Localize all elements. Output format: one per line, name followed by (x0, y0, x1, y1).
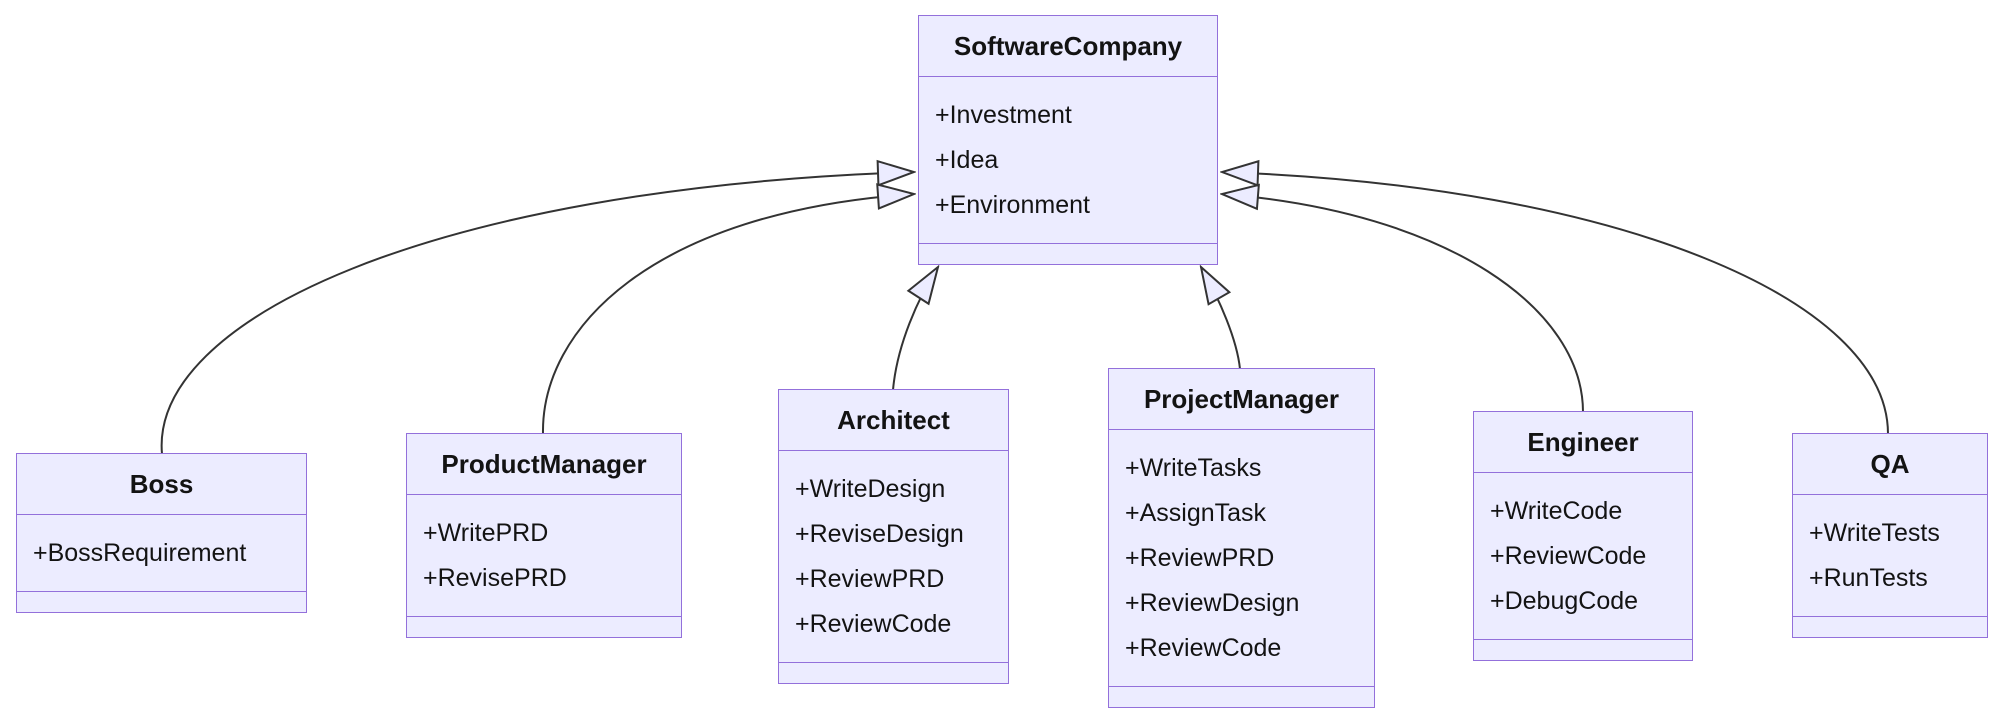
class-methods-empty (1474, 639, 1692, 660)
class-attributes: +BossRequirement (17, 515, 306, 591)
class-node-projectmanager: ProjectManager +WriteTasks +AssignTask +Re… (1108, 368, 1375, 708)
class-attributes: +Investment +Idea +Environment (919, 77, 1217, 243)
attribute-label: +WriteTasks (1125, 454, 1262, 482)
attribute-label: +RevisePRD (423, 564, 567, 592)
class-node-productmanager: ProductManager +WritePRD +RevisePRD (406, 433, 682, 638)
attribute-label: +Idea (935, 146, 999, 174)
attribute-label: +BossRequirement (33, 539, 247, 567)
attribute-label: +WriteCode (1490, 497, 1623, 525)
class-methods-empty (1793, 616, 1987, 637)
class-methods-empty (779, 662, 1008, 683)
class-attributes: +WriteDesign +ReviseDesign +ReviewPRD +Revi… (779, 451, 1008, 662)
class-methods-empty (919, 243, 1217, 264)
class-title: ProjectManager (1109, 369, 1374, 430)
attribute-label: +AssignTask (1125, 499, 1267, 527)
class-node-qa: QA +WriteTests +RunTests (1792, 433, 1988, 638)
inheritance-edge-projectmanager-softwarecompany (1201, 267, 1241, 370)
class-node-boss: Boss +BossRequirement (16, 453, 307, 613)
attribute-label: +ReviewCode (1490, 542, 1647, 570)
class-title: QA (1793, 434, 1987, 495)
attribute-label: +RunTests (1809, 564, 1928, 592)
attribute-label: +WriteTests (1809, 519, 1940, 547)
class-attributes: +WriteCode +ReviewCode +DebugCode (1474, 473, 1692, 639)
attribute-label: +ReviewCode (795, 610, 952, 638)
attribute-label: +Environment (935, 191, 1090, 219)
class-attributes: +WriteTests +RunTests (1793, 495, 1987, 616)
class-node-engineer: Engineer +WriteCode +ReviewCode +DebugCode (1473, 411, 1693, 661)
inheritance-edge-architect-softwarecompany (892, 267, 938, 391)
class-title: ProductManager (407, 434, 681, 495)
attribute-label: +WriteDesign (795, 475, 946, 503)
class-attributes: +WriteTasks +AssignTask +ReviewPRD +ReviewD… (1109, 430, 1374, 686)
class-methods-empty (1109, 686, 1374, 707)
class-methods-empty (407, 616, 681, 637)
class-title: Boss (17, 454, 306, 515)
class-node-architect: Architect +WriteDesign +ReviseDesign +Revi… (778, 389, 1009, 684)
class-title: SoftwareCompany (919, 16, 1217, 77)
attribute-label: +DebugCode (1490, 587, 1639, 615)
class-attributes: +WritePRD +RevisePRD (407, 495, 681, 616)
attribute-label: +WritePRD (423, 519, 549, 547)
class-methods-empty (17, 591, 306, 612)
class-node-softwarecompany: SoftwareCompany +Investment +Idea +Environ… (918, 15, 1218, 265)
attribute-label: +ReviewDesign (1125, 589, 1300, 617)
class-title: Architect (779, 390, 1008, 451)
attribute-label: +ReviewPRD (795, 565, 945, 593)
class-title: Engineer (1474, 412, 1692, 473)
attribute-label: +ReviewCode (1125, 634, 1282, 662)
attribute-label: +ReviewPRD (1125, 544, 1275, 572)
attribute-label: +Investment (935, 101, 1072, 129)
attribute-label: +ReviseDesign (795, 520, 964, 548)
